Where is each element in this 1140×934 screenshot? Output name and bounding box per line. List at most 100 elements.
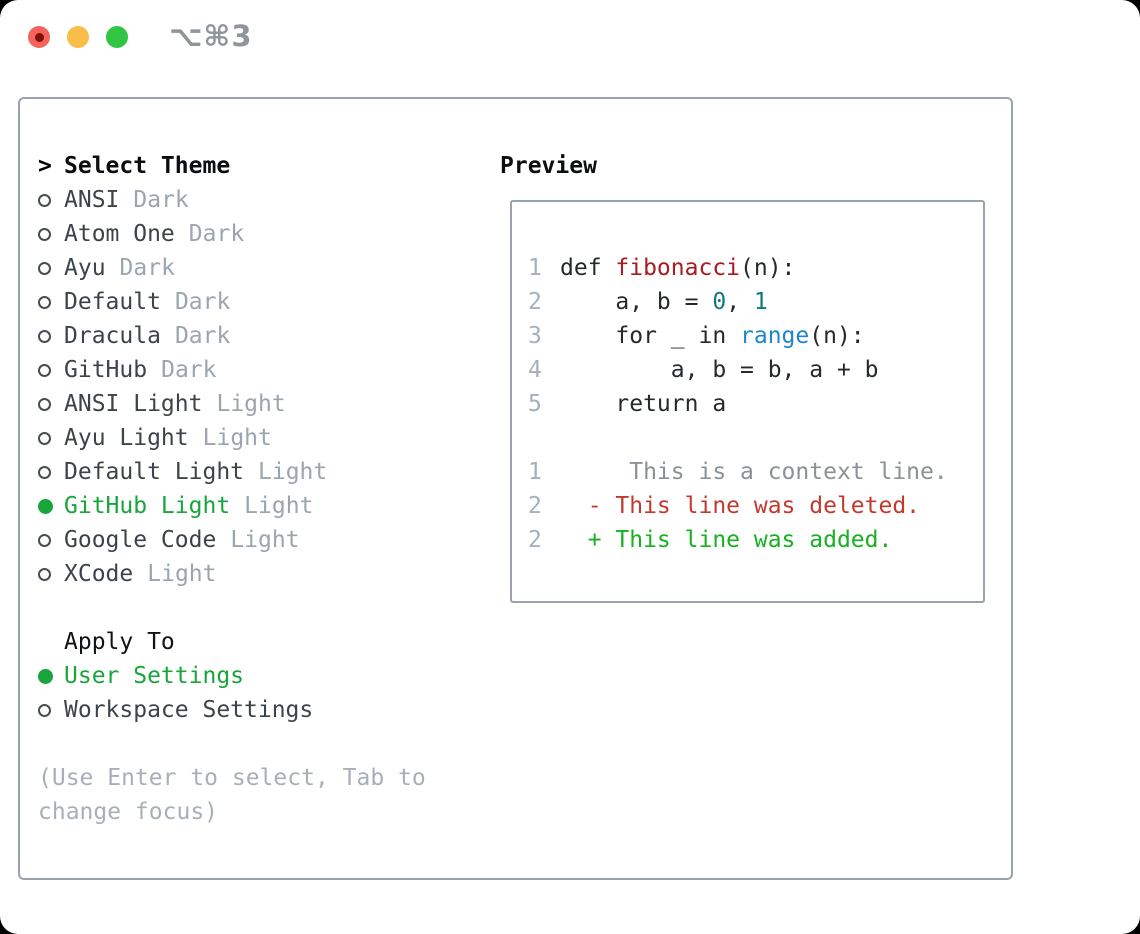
radio-circle (38, 261, 51, 275)
theme-variant-badge: Dark (133, 187, 189, 213)
theme-variant-badge: Dark (174, 289, 231, 315)
diff-text: This is a context line. (560, 459, 948, 485)
apply-to-header: Apply To (64, 629, 175, 655)
line-number: 1 (528, 255, 542, 281)
radio-circle (38, 567, 51, 581)
theme-option-ansi[interactable]: ANSI Dark (38, 183, 426, 217)
titlebar: ⌥⌘3 (0, 0, 1140, 75)
theme-name: GitHub (64, 357, 148, 383)
theme-option-github-light[interactable]: GitHub Light Light (38, 489, 426, 523)
radio-icon (38, 465, 64, 479)
radio-icon (38, 363, 64, 377)
theme-name: XCode (64, 561, 134, 587)
radio-icon (38, 567, 64, 581)
line-number: 1 (528, 459, 542, 485)
diff-text: - This line was deleted. (560, 493, 921, 519)
code-line: 3 for _ in range(n): (528, 319, 983, 353)
theme-name: ANSI Light (64, 391, 203, 417)
code-token: , (726, 289, 754, 315)
hint-text: (Use Enter to select, Tab to change focu… (38, 761, 426, 829)
theme-option-google-code[interactable]: Google Code Light (38, 523, 426, 557)
radio-icon (38, 295, 64, 309)
radio-circle (38, 431, 51, 445)
apply-option-workspace-settings[interactable]: Workspace Settings (38, 693, 426, 727)
code-token: return a (560, 391, 727, 417)
radio-icon (38, 397, 64, 411)
theme-name: ANSI (64, 187, 120, 213)
apply-option-user-settings[interactable]: User Settings (38, 659, 426, 693)
code-token: 1 (753, 289, 768, 315)
radio-circle (38, 465, 51, 479)
code-token: for _ in (560, 323, 741, 349)
diff-line: 1 This is a context line. (528, 455, 983, 489)
radio-icon (38, 261, 64, 275)
maximize-button[interactable] (106, 26, 128, 48)
radio-circle (38, 397, 51, 411)
theme-variant-badge: Dark (119, 255, 175, 281)
diff-line: 2 + This line was added. (528, 523, 983, 557)
code-token: range (740, 323, 810, 349)
radio-circle (38, 295, 51, 309)
theme-option-github[interactable]: GitHub Dark (38, 353, 426, 387)
code-token: def (560, 255, 616, 281)
radio-icon (38, 329, 64, 343)
theme-name: GitHub Light (64, 493, 231, 519)
theme-variant-badge: Light (230, 527, 300, 553)
theme-option-dracula[interactable]: Dracula Dark (38, 319, 426, 353)
close-button[interactable] (28, 26, 50, 48)
theme-name: Ayu (64, 255, 106, 281)
theme-variant-badge: Light (147, 561, 217, 587)
radio-icon (38, 703, 64, 717)
preview-title: Preview (500, 153, 597, 179)
select-theme-title: Select Theme (64, 153, 231, 179)
theme-variant-badge: Light (216, 391, 286, 417)
theme-variant-badge: Dark (174, 323, 231, 349)
line-number: 2 (528, 493, 542, 519)
theme-name: Dracula (64, 323, 161, 349)
code-token: (n): (809, 323, 865, 349)
line-number: 2 (528, 289, 542, 315)
theme-option-ayu[interactable]: Ayu Dark (38, 251, 426, 285)
diff-line: 2 - This line was deleted. (528, 489, 983, 523)
theme-variant-badge: Dark (188, 221, 245, 247)
code-token: 0 (712, 289, 727, 315)
theme-option-atom-one[interactable]: Atom One Dark (38, 217, 426, 251)
code-line: 5 return a (528, 387, 983, 421)
radio-circle (38, 533, 51, 547)
code-token: (n): (740, 255, 796, 281)
theme-variant-badge: Dark (161, 357, 217, 383)
line-number: 2 (528, 527, 542, 553)
radio-circle (38, 193, 51, 207)
selected-radio-icon (38, 668, 64, 684)
minimize-button[interactable] (67, 26, 89, 48)
line-number: 3 (528, 323, 542, 349)
theme-variant-badge: Light (258, 459, 328, 485)
radio-icon (38, 431, 64, 445)
theme-variant-badge: Light (202, 425, 272, 451)
theme-variant-badge: Light (244, 493, 314, 519)
radio-icon (38, 193, 64, 207)
diff-block: 1 This is a context line.2 - This line w… (528, 455, 983, 557)
radio-circle (38, 703, 51, 717)
radio-icon (38, 227, 64, 241)
theme-option-xcode[interactable]: XCode Light (38, 557, 426, 591)
theme-name: Atom One (64, 221, 175, 247)
apply-option-label: Workspace Settings (64, 697, 314, 723)
selected-radio-icon (38, 498, 64, 514)
radio-circle (38, 329, 51, 343)
code-token: a, b = (560, 289, 713, 315)
theme-option-ansi-light[interactable]: ANSI Light Light (38, 387, 426, 421)
radio-circle (38, 227, 51, 241)
theme-name: Google Code (64, 527, 217, 553)
